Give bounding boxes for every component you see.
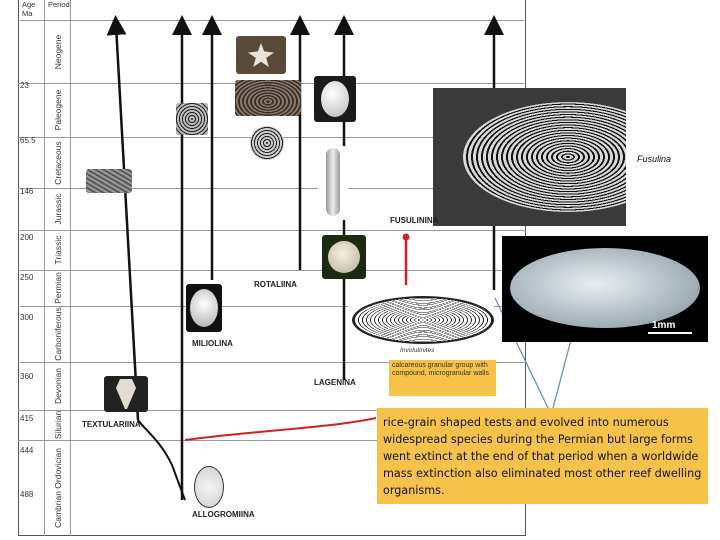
age-label: 23	[20, 81, 29, 90]
fusulinid-description-note: rice-grain shaped tests and evolved into…	[377, 408, 708, 504]
age-column-separator	[44, 0, 45, 536]
fossil-photo-miliolid	[186, 284, 222, 332]
allogromiina-stem	[137, 419, 186, 501]
boundary-line	[18, 270, 526, 271]
boundary-line	[18, 440, 526, 441]
boundary-line	[18, 20, 526, 21]
fossil-photo-jurassic	[86, 169, 132, 193]
age-label: 65.5	[20, 136, 36, 145]
clade-label-allogromiina: ALLOGROMIINA	[192, 510, 255, 519]
fossil-photo-elongate	[318, 146, 348, 220]
age-label: 488	[20, 490, 34, 499]
age-label: 200	[20, 233, 34, 242]
fossil-photo-spiral	[176, 103, 208, 135]
clade-label-rotaliina: ROTALIINA	[254, 280, 297, 289]
boundary-line	[18, 230, 526, 231]
textulariina-lineage	[106, 15, 140, 421]
fusulina-whole-photo: 1mm	[502, 236, 708, 342]
fossil-photo-star	[236, 36, 286, 74]
scale-label: 1mm	[652, 320, 676, 331]
period-column-separator	[70, 0, 71, 536]
fusulina-section-photo: Fusulina	[433, 88, 716, 226]
pointer-line	[551, 335, 573, 413]
fossil-photo-fusulinid-section	[348, 290, 494, 346]
fossil-photo-disc	[235, 80, 301, 116]
age-header: Age Ma	[22, 0, 36, 18]
boundary-line	[18, 188, 526, 189]
fusulinina-origin	[184, 417, 377, 441]
scale-bar	[648, 332, 692, 334]
age-label: 146	[20, 187, 34, 196]
clade-label-textulariina: TEXTULARIINA	[82, 420, 141, 429]
fusulina-label: Fusulina	[637, 154, 672, 164]
age-label: 444	[20, 446, 34, 455]
period-header: Period	[48, 0, 70, 9]
involutinites-label: Involutinites	[400, 347, 435, 354]
fossil-photo-textulariid	[104, 376, 148, 412]
fossil-photo-allogromiid	[194, 466, 224, 508]
fossil-photo-lagenid	[322, 235, 366, 279]
clade-label-miliolina: MILIOLINA	[192, 339, 233, 348]
age-label: 250	[20, 273, 34, 282]
boundary-line	[18, 306, 526, 307]
clade-label-lagenina: LAGENINA	[314, 378, 356, 387]
age-label: 300	[20, 313, 34, 322]
age-label: 415	[20, 414, 34, 423]
age-label: 360	[20, 372, 34, 381]
fossil-photo-round	[250, 126, 284, 160]
clade-label-fusulinina: FUSULININA	[390, 216, 439, 225]
fusulinina-endpoint	[402, 233, 410, 241]
boundary-line	[18, 362, 526, 363]
boundary-line	[18, 410, 526, 411]
wall-type-note: calcareous granular group with compound,…	[389, 360, 496, 396]
fossil-photo-rotaliid	[314, 76, 356, 122]
